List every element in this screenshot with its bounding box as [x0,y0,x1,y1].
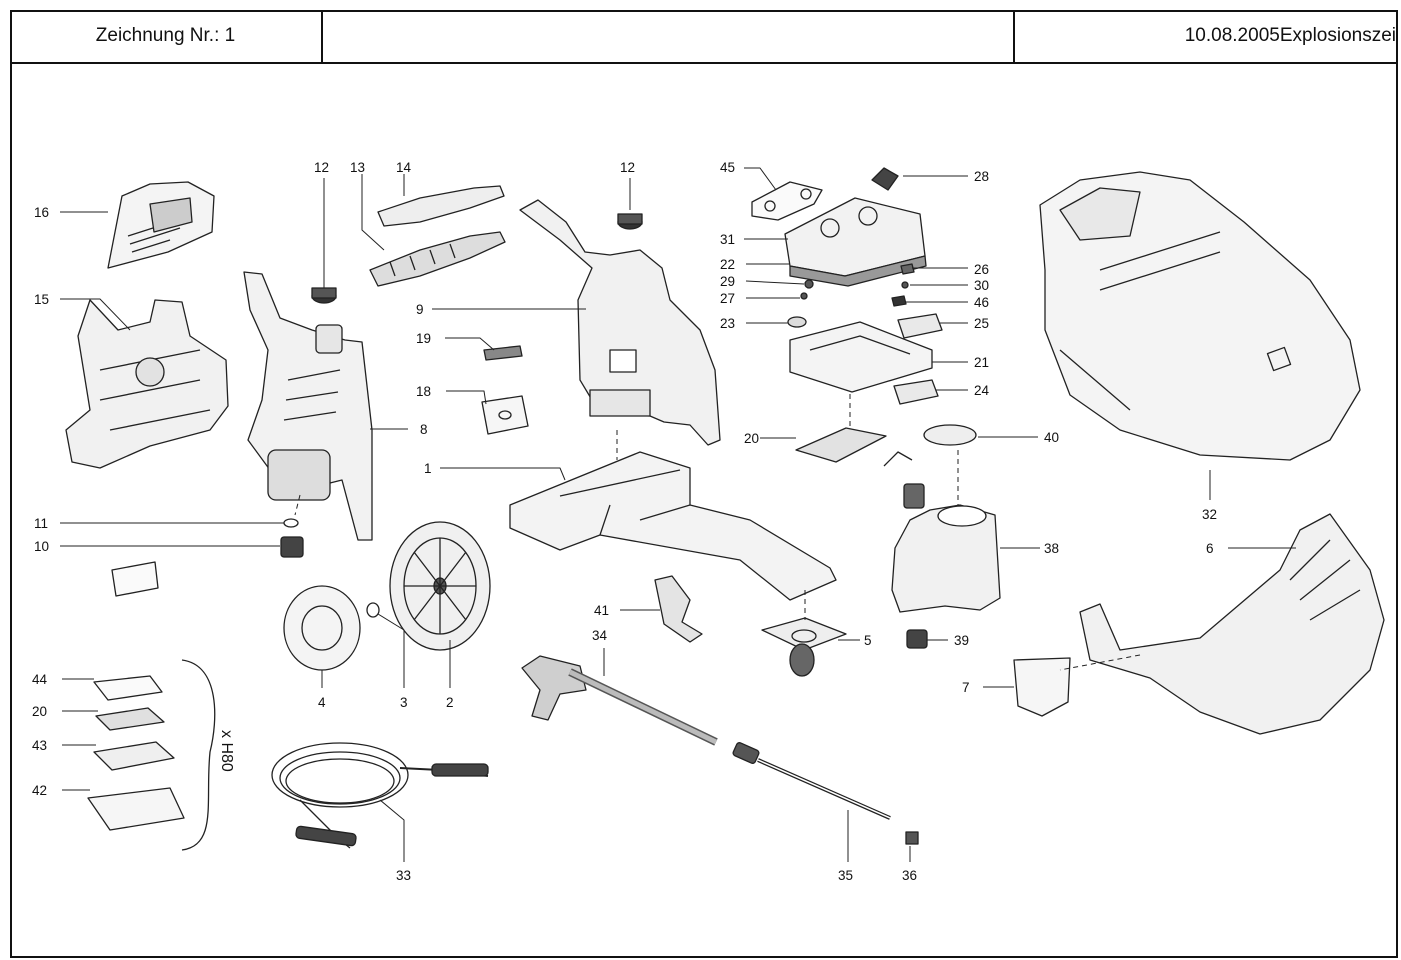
callout-38: 38 [1044,541,1059,556]
part-7-flap [1013,657,1071,717]
part-12-cap-right [617,213,643,230]
callout-32: 32 [1202,507,1217,522]
part-42-cover [87,787,185,831]
callout-12-right: 12 [620,160,635,175]
callout-5: 5 [864,633,872,648]
callout-12-left: 12 [314,160,329,175]
callout-41: 41 [594,603,609,618]
callout-9: 9 [416,302,424,317]
callout-6: 6 [1206,541,1214,556]
callout-46: 46 [974,295,989,310]
part-23-grommet [787,316,807,328]
callout-45: 45 [720,160,735,175]
type-label-plate [111,561,159,597]
callout-43: 43 [32,738,47,753]
callout-44: 44 [32,672,48,687]
part-6-base-pan [1079,513,1385,735]
callout-4: 4 [318,695,326,710]
callout-27: 27 [720,291,735,306]
kit-label: x H80 [218,730,235,772]
part-31-control-panel [784,197,927,287]
callout-39: 39 [954,633,969,648]
part-19-clip [483,345,523,361]
part-3-ring [366,602,380,618]
part-20-circuit-board [795,427,887,463]
part-13-14-handle-grips [369,185,506,287]
callout-20-kit: 20 [32,704,47,719]
part-15-handle-bracket [65,299,229,469]
callout-26: 26 [974,262,989,277]
callout-21: 21 [974,355,989,370]
part-18-block [481,395,529,435]
part-16-rear-cover [107,181,215,269]
callout-8: 8 [420,422,428,437]
part-39-tank-cap [906,629,928,649]
part-32-hood [1039,171,1361,461]
drawing-number: Zeichnung Nr.: 1 [10,10,323,62]
detergent-valve [903,483,925,509]
drawing-frame [10,10,1398,958]
callout-28: 28 [974,169,989,184]
part-5-caster [761,617,847,677]
callout-16: 16 [34,205,49,220]
title-block: Zeichnung Nr.: 1 10.08.2005Explosionszei [10,10,1398,64]
callout-13: 13 [350,160,365,175]
callout-33: 33 [396,868,411,883]
part-1-chassis [509,451,837,601]
part-43-housing [93,741,175,771]
part-35-lance [732,742,891,820]
leader-lines [60,167,1296,862]
title-block-middle-cell [323,10,1015,62]
part-20-board-kit [95,707,165,731]
part-36-nozzle [905,831,919,845]
part-34-spray-gun [521,655,718,746]
part-2-wheel [389,521,491,651]
callout-36: 36 [902,868,917,883]
callout-labels: 16 15 11 10 12 13 14 9 8 19 18 1 12 45 2… [32,160,1217,883]
part-4-hubcap [283,585,361,671]
part-44-gasket [93,675,163,701]
callout-29: 29 [720,274,735,289]
part-24-pad [893,379,939,405]
part-45-gasket [751,181,823,221]
part-41-bracket [654,575,703,643]
callout-19: 19 [416,331,431,346]
callout-18: 18 [416,384,431,399]
kit-bracket [181,659,216,851]
callout-24: 24 [974,383,990,398]
callout-40: 40 [1044,430,1059,445]
callout-22: 22 [720,257,735,272]
assembly-lines [294,394,1141,671]
callout-3: 3 [400,695,408,710]
callout-25: 25 [974,316,989,331]
callout-23: 23 [720,316,735,331]
part-33-hose [271,742,489,849]
callout-42: 42 [32,783,47,798]
part-10-nut [280,536,304,558]
part-28-knob [871,167,899,191]
callout-1: 1 [424,461,432,476]
part-38-detergent-tank [891,504,1001,613]
callout-2: 2 [446,695,454,710]
part-8-front-housing [243,271,373,541]
callout-11: 11 [34,516,48,531]
part-9-tank-housing [519,199,721,446]
callout-30: 30 [974,278,989,293]
part-21-electronics-box [789,321,933,393]
callout-7: 7 [962,680,970,695]
part-40-tank-lid [923,424,977,446]
part-25-pad [897,313,943,339]
drawing-date-title: 10.08.2005Explosionszei [1184,25,1396,46]
part-12-cap-left [311,287,337,304]
callout-35: 35 [838,868,853,883]
callout-34: 34 [592,628,608,643]
callout-20-upper: 20 [744,431,759,446]
callout-10: 10 [34,539,49,554]
callout-31: 31 [720,232,735,247]
callout-15: 15 [34,292,49,307]
callout-14: 14 [396,160,412,175]
